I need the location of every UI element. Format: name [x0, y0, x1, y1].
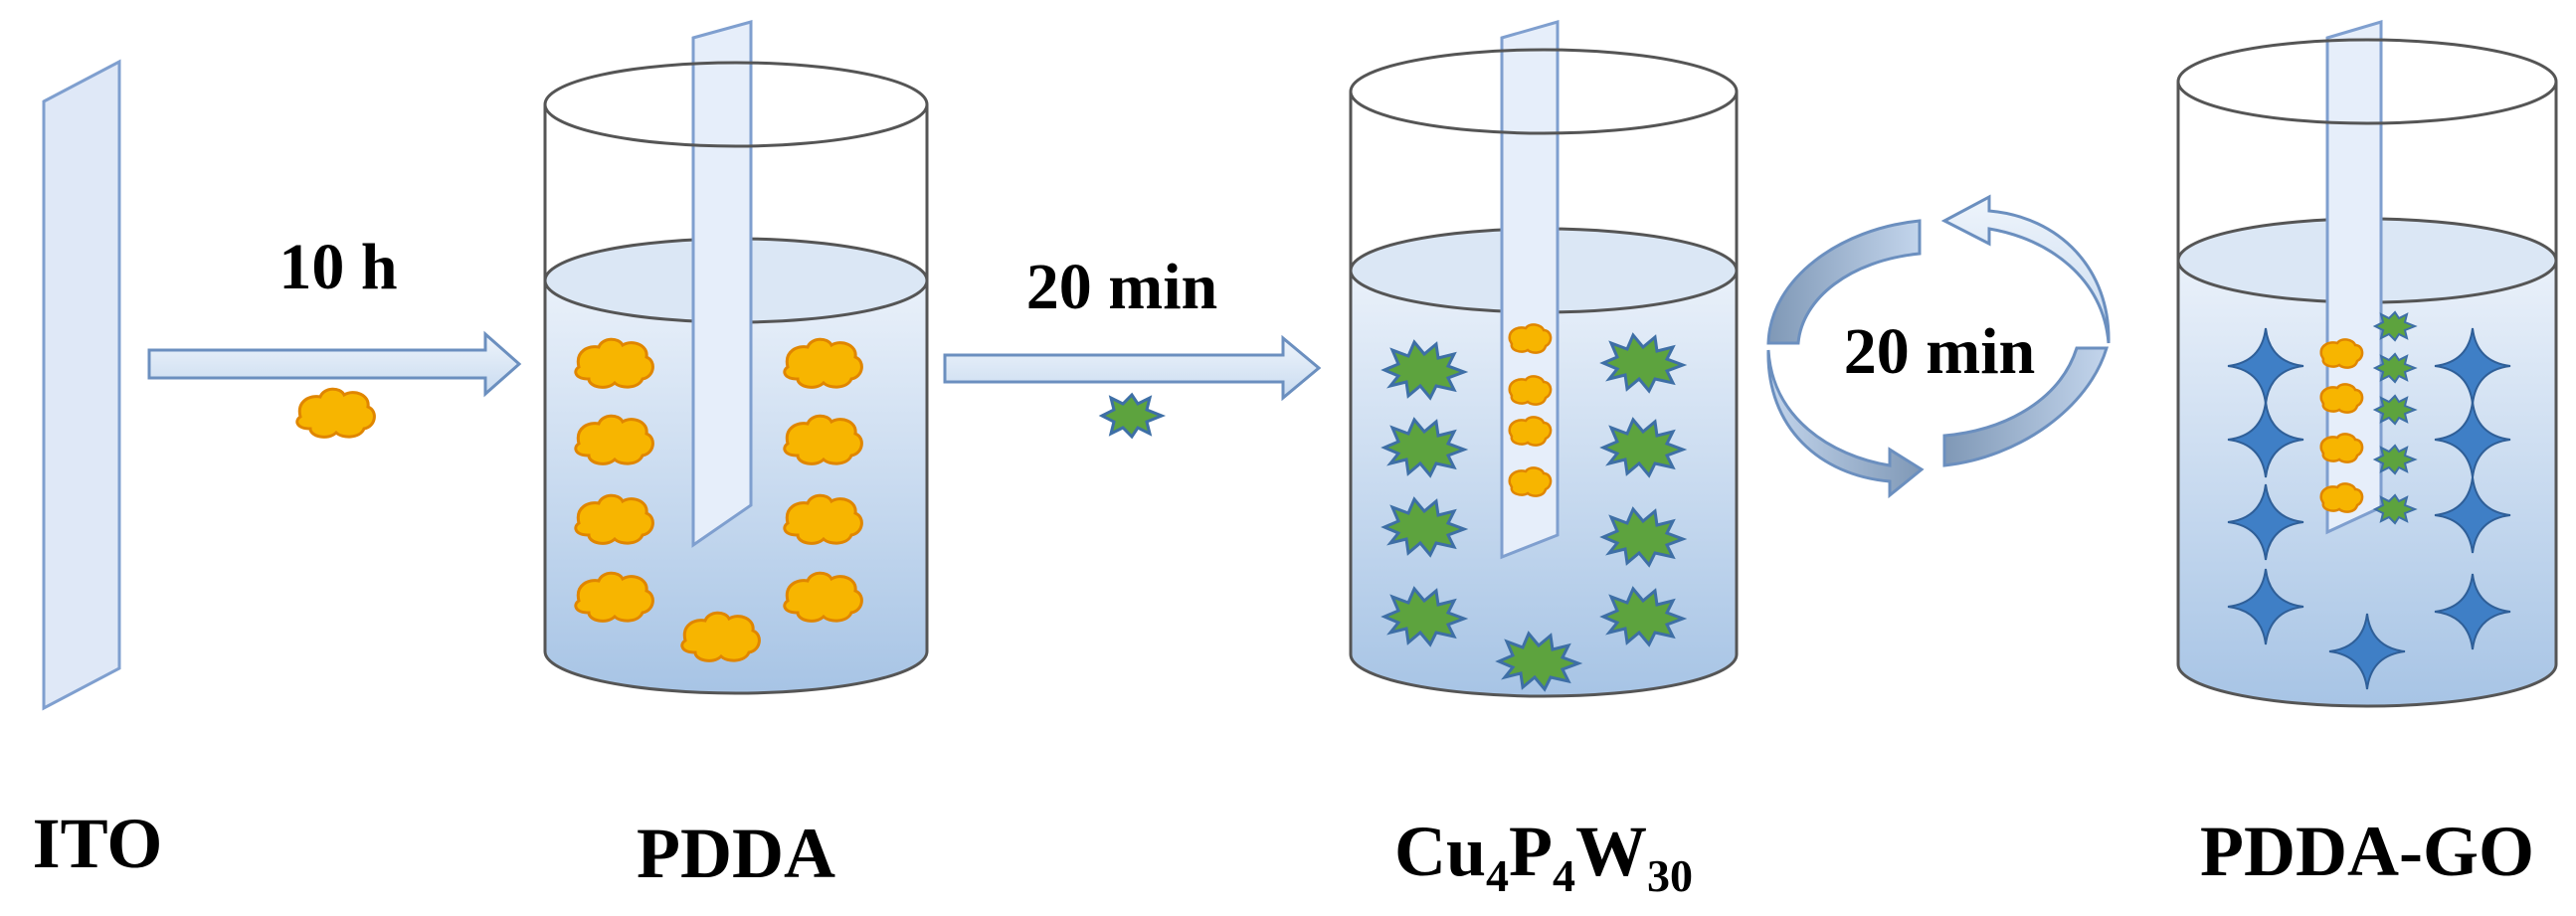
stage-label-pdda: PDDA — [637, 814, 835, 893]
stage-label-ito: ITO — [33, 804, 163, 883]
ito-electrode-in-pdda — [691, 20, 753, 548]
stage-label-cu4p4w30: Cu4P4W30 — [1394, 812, 1693, 901]
stage-label-pdda-go: PDDA-GO — [2200, 812, 2534, 891]
beaker-pdda — [543, 20, 929, 695]
pdda-particle-icon — [295, 387, 376, 439]
step-1-label: 10 h — [278, 231, 397, 303]
arrow-step-1 — [147, 330, 522, 398]
ito-electrode — [42, 59, 121, 711]
arrow-step-2 — [943, 334, 1322, 402]
cu4p4w30-particle-icon — [1100, 393, 1164, 439]
beaker-cu4p4w30 — [1349, 20, 1739, 698]
cycle-arrows — [1766, 194, 2111, 499]
beaker-pdda-go — [2176, 19, 2558, 708]
step-3-label: 20 min — [1844, 315, 2036, 388]
step-2-label: 20 min — [1026, 251, 1218, 323]
